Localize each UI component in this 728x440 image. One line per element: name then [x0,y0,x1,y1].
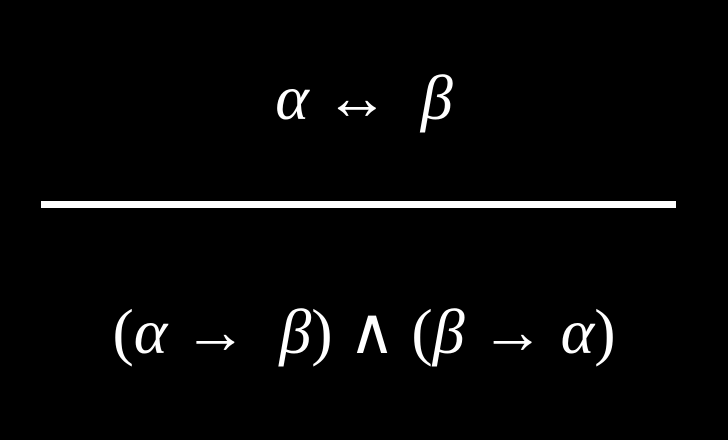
close-paren: ) [594,296,616,367]
biconditional-symbol: ↔ [324,62,389,133]
beta-symbol: β [279,296,312,367]
alpha-symbol: α [275,62,309,133]
conjunction-symbol: ∧ [348,296,396,367]
close-paren: ) [311,296,333,367]
premise-formula: α ↔ β [0,58,728,138]
conclusion-formula: (α → β) ∧ (β → α) [0,290,728,374]
beta-symbol: β [432,296,465,367]
open-paren: ( [112,296,134,367]
implies-arrow: → [480,296,545,367]
implies-arrow: → [183,296,248,367]
alpha-symbol: α [133,296,168,367]
beta-symbol: β [420,62,453,133]
open-paren: ( [411,296,433,367]
alpha-symbol: α [560,296,595,367]
inference-line [41,201,676,208]
